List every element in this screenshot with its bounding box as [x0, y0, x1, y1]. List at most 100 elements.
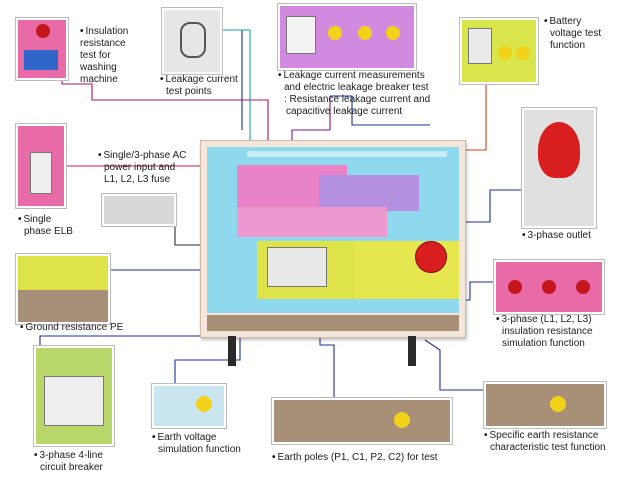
yellow-knob-icon: [516, 46, 530, 60]
callout-line: Battery: [549, 16, 582, 27]
panel-display-area: [207, 147, 459, 313]
yellow-knob-icon: [328, 26, 342, 40]
callout-line: Earth poles (P1, C1, P2, C2) for test: [277, 452, 438, 463]
terminal-strip: [18, 290, 108, 322]
connector-line: [444, 189, 522, 223]
callout-earth-voltage: •Earth voltage simulation function: [152, 432, 262, 456]
panel-stand-right: [408, 336, 416, 366]
callout-line: characteristic test function: [490, 442, 606, 453]
red-knob-icon: [576, 280, 590, 294]
trainer-panel: [200, 140, 466, 338]
panel-stand-left: [228, 336, 236, 366]
thumb-specific-earth-res: [484, 382, 606, 428]
callout-bullet: •: [80, 26, 84, 37]
callout-line: machine: [80, 74, 118, 85]
room-purple: [319, 175, 419, 211]
callout-line: washing: [80, 62, 117, 73]
breaker-block: [44, 376, 104, 426]
thumb-3phase-outlet: [522, 108, 596, 228]
callout-4line-breaker: •3-phase 4-line circuit breaker: [34, 450, 134, 474]
callout-battery: •Battery voltage test function: [544, 16, 614, 52]
callout-line: simulation function: [158, 444, 241, 455]
callout-line: capacitive leakage current: [286, 106, 403, 117]
probe-clip-icon: [180, 22, 206, 58]
callout-line: Single: [23, 214, 52, 225]
callout-power-input: •Single/3-phase AC power input and L1, L…: [98, 150, 198, 186]
red-outlet-icon: [415, 241, 447, 273]
callout-bullet: •: [98, 150, 102, 161]
thumb-3phase-insulation: [494, 260, 604, 314]
callout-line: Ground resistance PE: [25, 322, 124, 333]
connector-line: [61, 74, 269, 158]
callout-earth-poles: •Earth poles (P1, C1, P2, C2) for test: [272, 452, 462, 464]
thumb-leakage-points: [162, 8, 222, 74]
callout-line: 3-phase (L1, L2, L3): [501, 314, 592, 325]
callout-specific-earth-res: •Specific earth resistance characteristi…: [484, 430, 624, 454]
yellow-knob-icon: [196, 396, 212, 412]
callout-single-elb: •Single phase ELB: [18, 214, 88, 238]
callout-line: test for: [80, 50, 111, 61]
callout-line: L1, L2, L3 fuse: [104, 174, 171, 185]
yellow-knob-icon: [498, 46, 512, 60]
callout-line: 3-phase outlet: [527, 230, 591, 241]
callout-line: Specific earth resistance: [489, 430, 599, 441]
yellow-knob-icon: [394, 412, 410, 428]
elb-breaker-icon: [30, 152, 52, 194]
callout-bullet: •: [160, 74, 164, 85]
blue-switch-icon: [24, 50, 58, 70]
callout-line: voltage test: [550, 28, 602, 39]
thumb-4line-breaker: [34, 346, 114, 446]
callout-bullet: •: [152, 432, 156, 443]
thumb-earth-poles: [272, 398, 452, 444]
callout-bullet: •: [20, 322, 24, 333]
callout-insulation: •Insulation resistance test for washing …: [80, 26, 150, 86]
callout-line: function: [550, 40, 586, 51]
callout-leakage-measure: •Leakage current measurements and electr…: [278, 70, 448, 118]
connector-line: [424, 339, 496, 391]
connector-line: [174, 325, 241, 385]
callout-line: Leakage current: [165, 74, 238, 85]
callout-line: simulation function: [502, 338, 585, 349]
yellow-knob-icon: [550, 396, 566, 412]
terminal-strip: [207, 315, 459, 331]
callout-line: Earth voltage: [157, 432, 217, 443]
room-pink: [237, 207, 387, 237]
callout-line: Insulation: [85, 26, 129, 37]
thumb-ground-pe: [16, 254, 110, 324]
callout-bullet: •: [34, 450, 38, 461]
blue-meter-icon: [468, 28, 492, 64]
callout-line: : Resistance leakage current and: [284, 94, 431, 105]
callout-line: insulation resistance: [502, 326, 593, 337]
callout-bullet: •: [484, 430, 488, 441]
callout-line: circuit breaker: [40, 462, 103, 473]
connector-line: [218, 29, 251, 150]
callout-line: 3-phase 4-line: [39, 450, 103, 461]
callout-line: Leakage current measurements: [283, 70, 425, 81]
callout-line: test points: [166, 86, 212, 97]
thumb-battery-test: [460, 18, 538, 84]
thumb-power-input: [102, 194, 176, 226]
callout-bullet: •: [496, 314, 500, 325]
red-knob-icon: [542, 280, 556, 294]
callout-line: Single/3-phase AC: [103, 150, 187, 161]
callout-bullet: •: [18, 214, 22, 225]
callout-bullet: •: [272, 452, 276, 463]
red-knob-icon: [508, 280, 522, 294]
thumb-insulation-test: [16, 18, 68, 80]
callout-3phase-outlet: •3-phase outlet: [522, 230, 612, 242]
callout-bullet: •: [522, 230, 526, 241]
callout-bullet: •: [278, 70, 282, 81]
thumb-earth-voltage: [152, 384, 226, 428]
callout-3phase-insulation: •3-phase (L1, L2, L3) insulation resista…: [496, 314, 606, 350]
thumb-leakage-measure: [278, 4, 416, 70]
meter-icon: [286, 16, 316, 54]
callout-line: and electric leakage breaker test: [284, 82, 429, 93]
red-outlet-icon: [538, 122, 580, 178]
callout-ground-pe: •Ground resistance PE: [20, 322, 140, 334]
callout-leakage-points: •Leakage current test points: [160, 74, 256, 98]
callout-line: resistance: [80, 38, 126, 49]
callout-line: phase ELB: [24, 226, 73, 237]
connector-line: [330, 95, 430, 126]
callout-bullet: •: [544, 16, 548, 27]
callout-line: power input and: [104, 162, 176, 173]
